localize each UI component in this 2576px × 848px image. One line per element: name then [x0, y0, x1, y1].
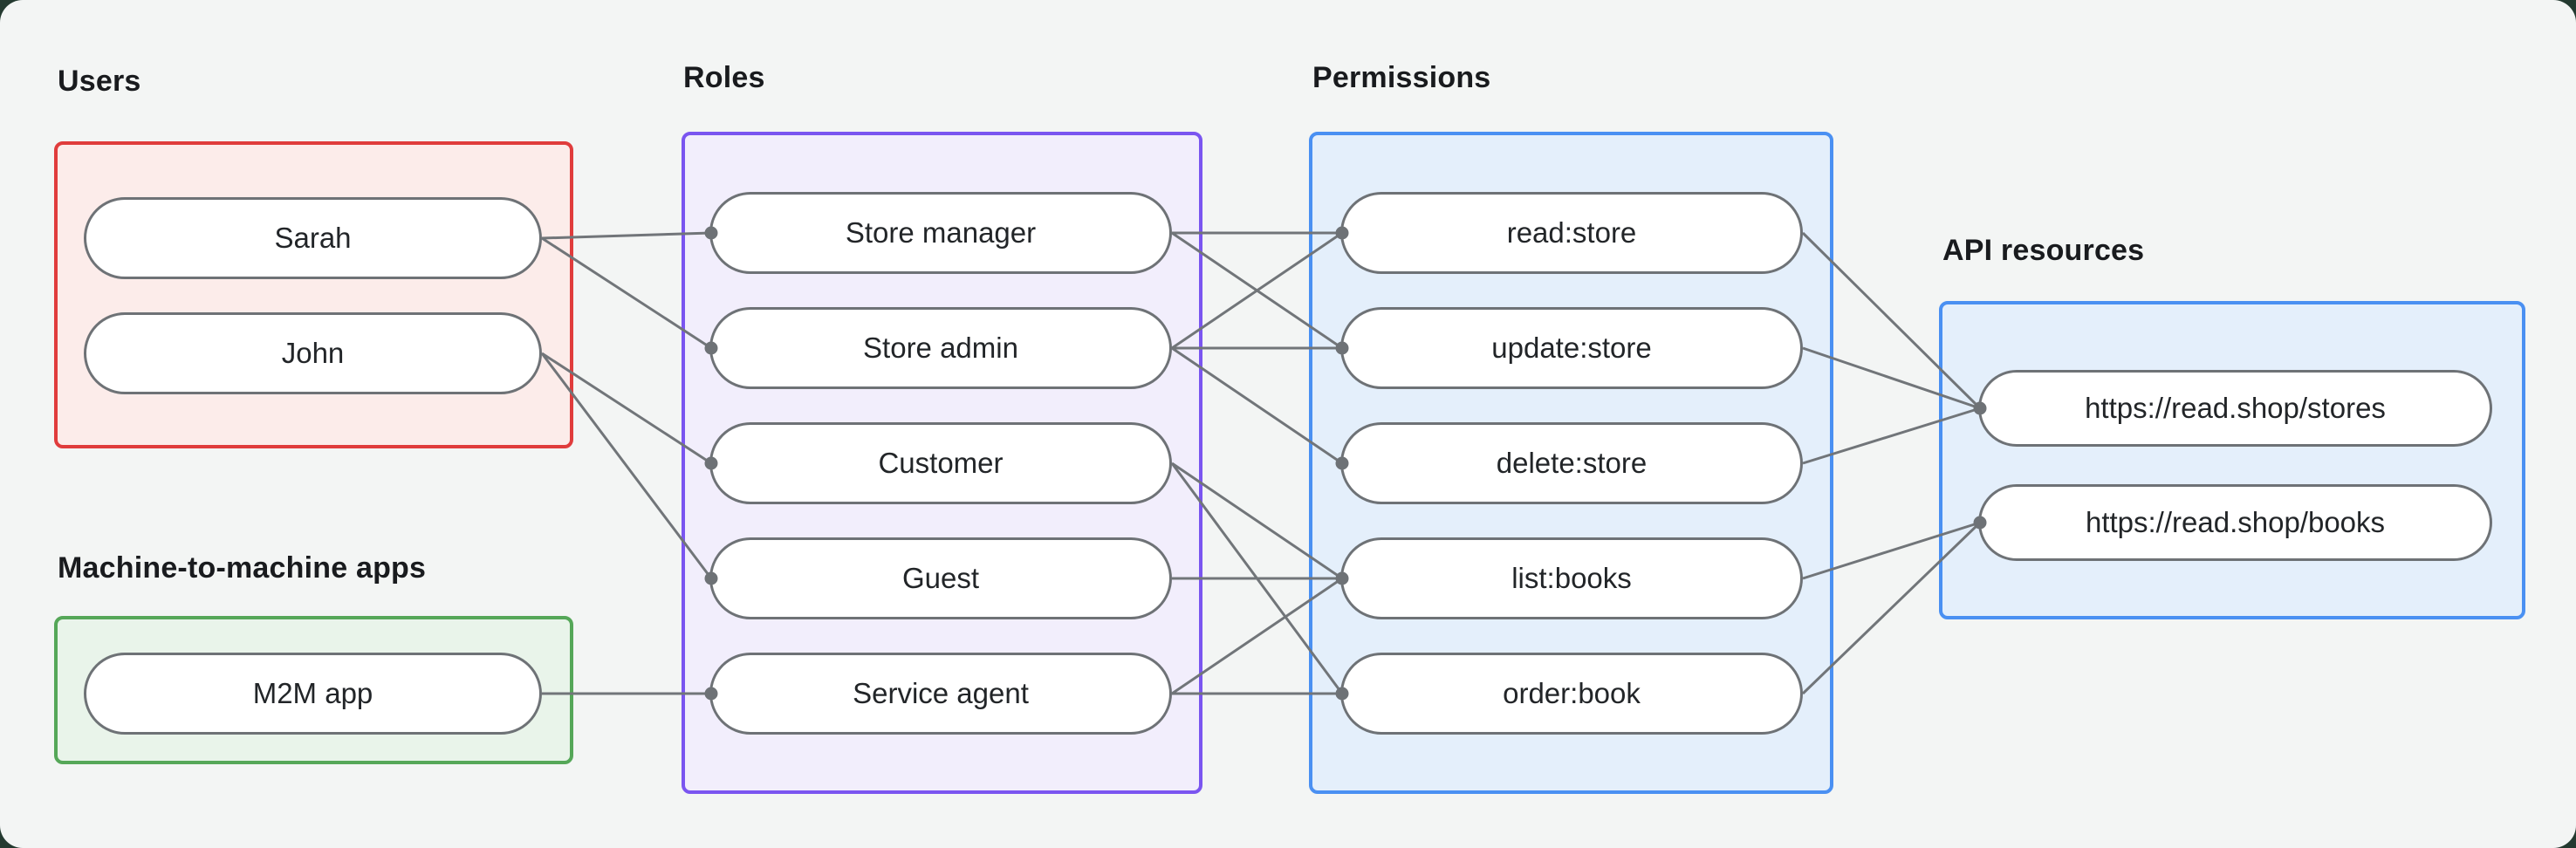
- group-label-m2m-apps: Machine-to-machine apps: [58, 551, 427, 585]
- node-read-store: read:store: [1340, 192, 1803, 274]
- node-update-store: update:store: [1340, 307, 1803, 389]
- node-books-resource: https://read.shop/books: [1978, 484, 2492, 561]
- node-stores-resource: https://read.shop/stores: [1978, 370, 2492, 447]
- node-store-admin: Store admin: [709, 307, 1172, 389]
- node-order-book: order:book: [1340, 653, 1803, 735]
- node-store-manager: Store manager: [709, 192, 1172, 274]
- group-label-roles: Roles: [683, 61, 765, 94]
- group-label-users: Users: [58, 65, 141, 98]
- group-label-api-resources: API resources: [1942, 234, 2145, 267]
- group-box-api-resources: [1939, 301, 2525, 619]
- node-guest: Guest: [709, 537, 1172, 619]
- node-service-agent: Service agent: [709, 653, 1172, 735]
- node-john: John: [84, 312, 542, 394]
- group-label-permissions: Permissions: [1312, 61, 1491, 94]
- node-delete-store: delete:store: [1340, 422, 1803, 504]
- node-sarah: Sarah: [84, 197, 542, 279]
- node-m2m-app: M2M app: [84, 653, 542, 735]
- group-box-users: [54, 141, 573, 448]
- node-customer: Customer: [709, 422, 1172, 504]
- node-list-books: list:books: [1340, 537, 1803, 619]
